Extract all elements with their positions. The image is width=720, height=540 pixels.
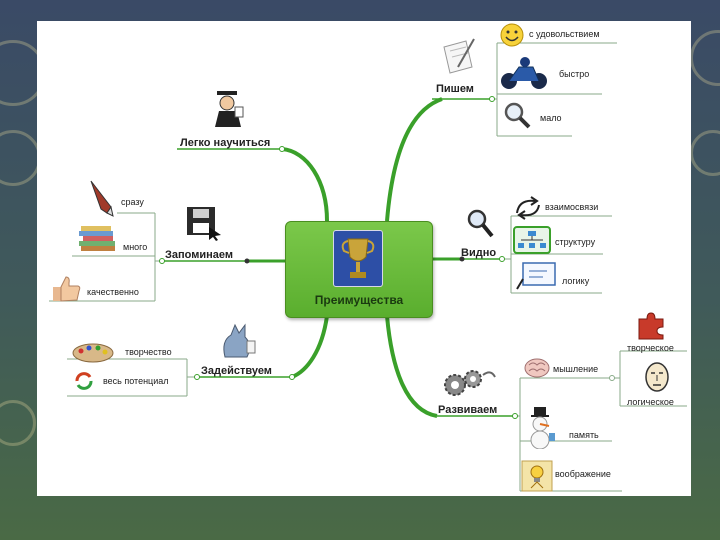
org-chart-icon [513,226,551,259]
leaf-label-logicheskoe[interactable]: логическое [627,397,674,407]
face-icon [643,361,671,398]
leaf-label-malo[interactable]: мало [540,113,562,123]
smiley-icon [499,22,525,53]
puzzle-icon [635,311,667,346]
connector-lines [49,42,687,492]
pen-and-paper-icon [440,37,476,80]
background-ring [0,130,41,186]
background-ring [0,400,36,446]
background-ring [690,30,720,86]
recycle-arrows-icon [73,370,95,397]
leaf-label-strukturu[interactable]: структуру [555,237,596,247]
trophy-icon [333,230,383,287]
leaf-label-ves-potentsial[interactable]: весь потенциал [103,376,169,386]
magnifier-icon [502,100,532,135]
leaf-label-tvorcheskoe[interactable]: творческое [627,343,674,353]
leaf-label-srazu[interactable]: сразу [121,197,144,207]
leaf-label-vzaimosvyazi[interactable]: взаимосвязи [545,202,599,212]
cat-painting-icon [217,321,257,364]
curved-arrows-icon [513,195,543,226]
floppy-disk-icon [185,205,223,246]
leaf-label-mnogo[interactable]: много [123,242,148,252]
motorbike-icon [499,55,549,96]
leaf-label-logiku[interactable]: логику [562,276,590,286]
gears-icon [441,365,497,406]
fountain-pen-icon [87,179,119,222]
branch-line-legko [281,147,329,222]
snowman-icon [525,407,559,454]
leaf-label-myshlenie[interactable]: мышление [553,364,599,374]
branch-label-vidno[interactable]: Видно [461,247,497,259]
leaf-label-pamyat[interactable]: память [569,430,599,440]
leaf-label-kachestvenno[interactable]: качественно [87,287,139,297]
flow-diagram-icon [515,259,557,296]
stack-of-books-icon [77,224,119,261]
branch-label-zapominaem[interactable]: Запоминаем [165,249,233,261]
branch-line-pishem [385,97,443,222]
branch-label-razvivaem[interactable]: Развиваем [438,404,498,416]
thumbs-up-icon [51,275,81,308]
branch-line-zadeystvuem [291,315,329,379]
branch-label-pishem[interactable]: Пишем [436,83,474,95]
mind-map-canvas: Преимущества Легко научиться Запоминаем … [37,21,691,496]
professor-icon [209,89,247,134]
paint-palette-icon [71,341,115,368]
lamp-idea-icon [521,460,553,497]
leaf-label-bystro[interactable]: быстро [559,69,590,79]
branch-label-legko[interactable]: Легко научиться [180,137,271,149]
leaf-label-tvorchestvo[interactable]: творчество [125,347,172,357]
magnifier-icon [465,207,495,244]
background-ring [690,130,720,176]
central-topic[interactable]: Преимущества [285,221,433,318]
leaf-label-s-udovolstviem[interactable]: с удовольствием [529,29,600,39]
branch-line-razvivaem [385,315,438,418]
leaf-label-voobrazhenie[interactable]: воображение [555,469,611,479]
central-topic-title: Преимущества [314,293,404,307]
brain-icon [523,357,551,384]
branch-label-zadeystvuem[interactable]: Задействуем [201,365,272,377]
